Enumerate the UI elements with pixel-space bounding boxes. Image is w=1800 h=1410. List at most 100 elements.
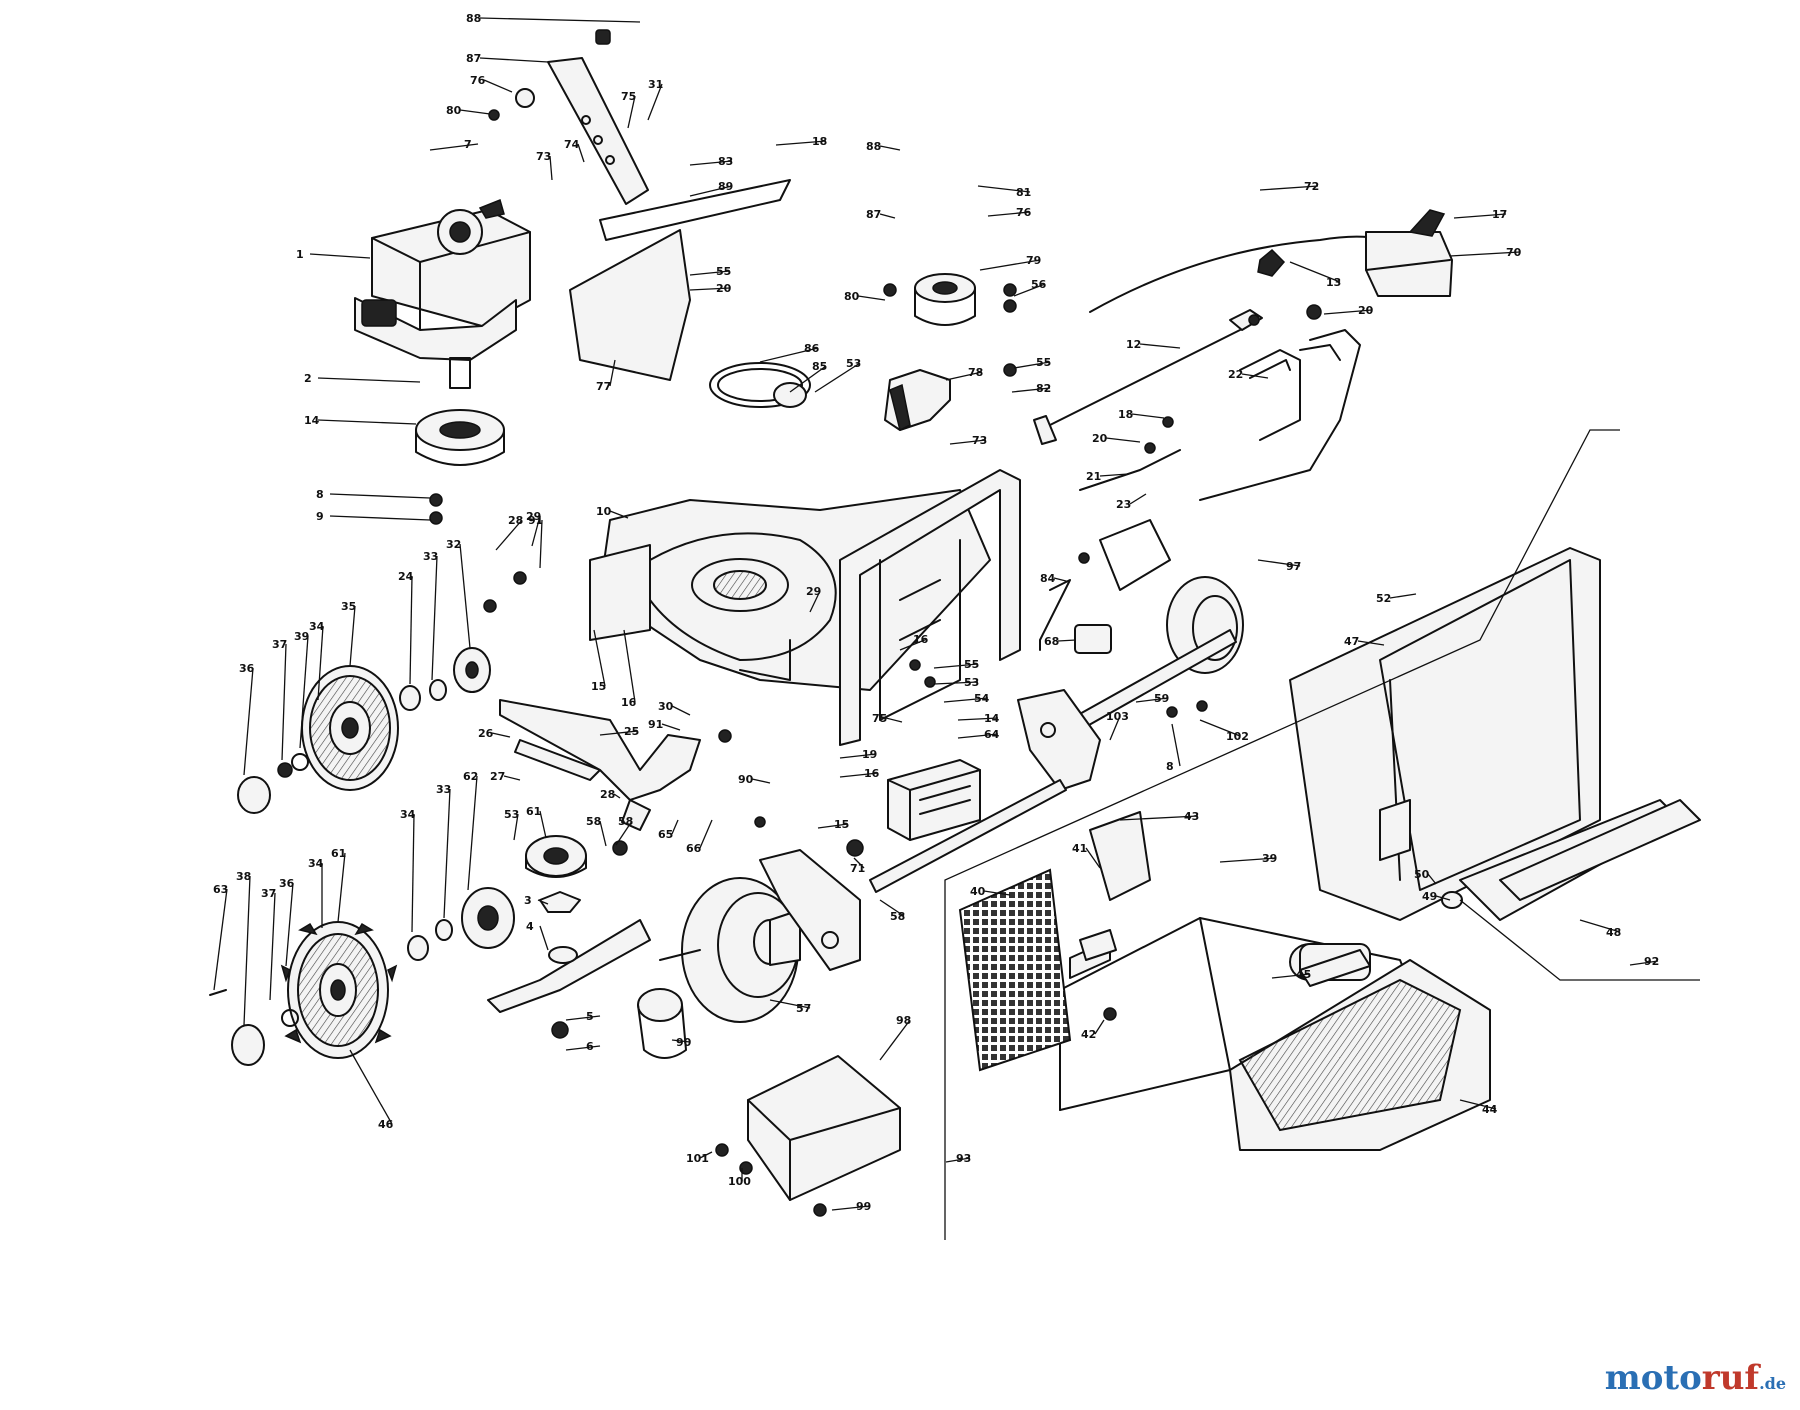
callout-61: 61 bbox=[331, 847, 346, 860]
leader-c-89 bbox=[689, 185, 733, 197]
leader-c-42 bbox=[1094, 1019, 1105, 1035]
leader-c-40 bbox=[983, 890, 1011, 896]
leader-c-102 bbox=[1199, 719, 1241, 737]
callout-75: 75 bbox=[872, 712, 887, 725]
callout-57: 57 bbox=[796, 1002, 811, 1015]
leader-c-82a bbox=[1011, 387, 1051, 393]
callout-24: 24 bbox=[398, 570, 414, 583]
callout-28: 28 bbox=[508, 514, 523, 527]
callout-23: 23 bbox=[1116, 498, 1131, 511]
leader-c-80b bbox=[857, 295, 886, 301]
callout-36: 36 bbox=[239, 662, 255, 675]
leader-c-50 bbox=[1427, 873, 1437, 885]
callout-43: 43 bbox=[1184, 810, 1199, 823]
leader-c-15a bbox=[593, 629, 606, 687]
callout-91: 91 bbox=[528, 514, 543, 527]
callout-76: 76 bbox=[1016, 206, 1032, 219]
callout-54: 54 bbox=[974, 692, 990, 705]
leader-c-49 bbox=[1435, 895, 1451, 901]
callout-17: 17 bbox=[1492, 208, 1507, 221]
leader-c-74 bbox=[577, 143, 585, 163]
front-axle-arm bbox=[499, 699, 701, 831]
callout-77: 77 bbox=[596, 380, 611, 393]
star-knob bbox=[1257, 248, 1286, 277]
leader-c-43 bbox=[1119, 815, 1199, 821]
leader-c-73a bbox=[549, 155, 553, 181]
handle-upper bbox=[1199, 329, 1361, 501]
callout-35: 35 bbox=[341, 600, 356, 613]
callout-16: 16 bbox=[913, 633, 929, 646]
callout-49: 49 bbox=[1422, 890, 1437, 903]
leader-c-79 bbox=[979, 259, 1041, 271]
leader-c-72 bbox=[1259, 185, 1319, 191]
leader-c-76a bbox=[483, 79, 513, 93]
leader-c-57 bbox=[769, 999, 811, 1009]
leader-c-58c bbox=[879, 899, 905, 917]
callout-88: 88 bbox=[466, 12, 481, 25]
leader-c-70 bbox=[1449, 251, 1521, 257]
leader-c-83 bbox=[689, 160, 733, 166]
engine bbox=[354, 198, 531, 389]
callout-55: 55 bbox=[964, 658, 979, 671]
callout-73: 73 bbox=[536, 150, 551, 163]
callout-97: 97 bbox=[1286, 560, 1301, 573]
callout-66: 66 bbox=[686, 842, 702, 855]
callout-42: 42 bbox=[1081, 1028, 1096, 1041]
leader-c-55a bbox=[689, 270, 731, 276]
leader-c-18a bbox=[775, 140, 827, 146]
callout-16: 16 bbox=[864, 767, 880, 780]
callout-87: 87 bbox=[466, 52, 481, 65]
leader-c-81 bbox=[977, 185, 1031, 193]
callout-71: 71 bbox=[850, 862, 865, 875]
leader-c-28b bbox=[613, 793, 621, 799]
leader-c-71 bbox=[853, 857, 865, 869]
leader-c-19 bbox=[839, 753, 877, 759]
leader-c-25 bbox=[599, 730, 639, 736]
leader-c-5 bbox=[565, 1015, 601, 1021]
callout-32: 32 bbox=[446, 538, 461, 551]
callout-38: 38 bbox=[236, 870, 251, 883]
leader-c-1 bbox=[309, 253, 371, 259]
leader-c-101 bbox=[699, 1151, 713, 1159]
watermark-logo: motoruf.de bbox=[1605, 1358, 1786, 1398]
callout-102: 102 bbox=[1226, 730, 1249, 743]
callout-13: 13 bbox=[1326, 276, 1341, 289]
callout-76: 76 bbox=[470, 74, 486, 87]
leader-c-76b bbox=[987, 211, 1031, 217]
callout-39: 39 bbox=[294, 630, 309, 643]
callout-5: 5 bbox=[586, 1010, 594, 1023]
leader-c-29b bbox=[809, 590, 821, 613]
callout-15: 15 bbox=[834, 818, 849, 831]
catcher-bag bbox=[1229, 943, 1491, 1151]
callout-79: 79 bbox=[1026, 254, 1041, 267]
leader-c-36b bbox=[285, 882, 294, 967]
leader-c-91b bbox=[661, 723, 681, 731]
leader-c-58b bbox=[599, 820, 607, 847]
callout-48: 48 bbox=[1606, 926, 1621, 939]
leader-c-65 bbox=[671, 819, 679, 835]
callout-64: 64 bbox=[984, 728, 1000, 741]
leader-c-13 bbox=[1289, 261, 1341, 283]
catcher-top bbox=[1289, 547, 1701, 921]
callout-46: 46 bbox=[378, 1118, 394, 1131]
leader-c-34a bbox=[317, 625, 324, 701]
leader-c-62 bbox=[467, 775, 478, 891]
callout-103: 103 bbox=[1106, 710, 1129, 723]
top-cover bbox=[569, 179, 791, 381]
watermark-part2: ruf bbox=[1701, 1358, 1760, 1398]
callout-6: 6 bbox=[586, 1040, 594, 1053]
leader-c-10 bbox=[609, 510, 629, 519]
callout-72: 72 bbox=[1304, 180, 1319, 193]
callout-18: 18 bbox=[1118, 408, 1133, 421]
leader-c-55b bbox=[1013, 361, 1051, 369]
leader-c-4 bbox=[539, 925, 549, 951]
leader-c-66 bbox=[699, 819, 713, 849]
callout-85: 85 bbox=[812, 360, 827, 373]
callout-16: 16 bbox=[621, 696, 637, 709]
callout-80: 80 bbox=[844, 290, 860, 303]
catcher-grid bbox=[958, 868, 1072, 1072]
leader-c-23 bbox=[1129, 493, 1147, 505]
mounting-bracket bbox=[887, 759, 981, 841]
leader-c-37b bbox=[269, 892, 276, 1001]
